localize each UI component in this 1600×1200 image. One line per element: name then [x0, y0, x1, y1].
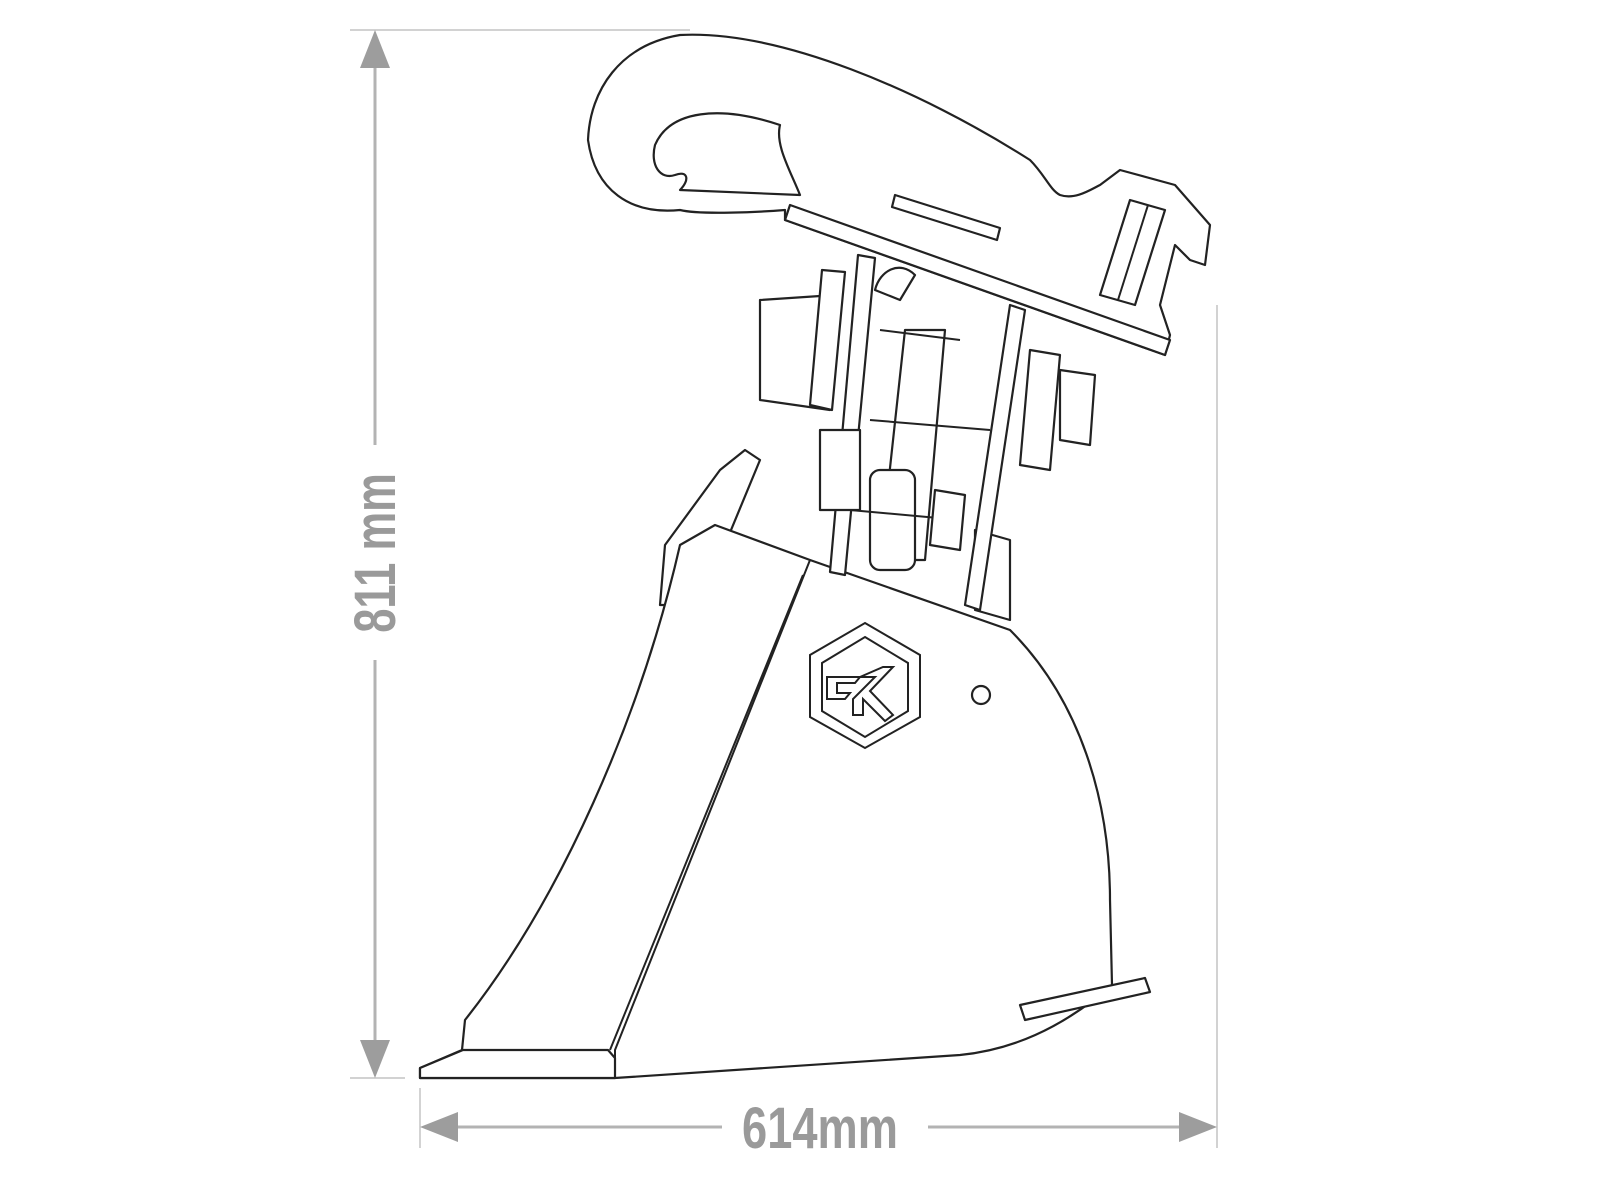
- frame: [758, 253, 1097, 612]
- ripper-body: [418, 448, 1152, 1080]
- height-dimension: 811 mm: [343, 29, 690, 1079]
- fk-logo: [809, 621, 921, 750]
- arrow-down-icon: [360, 1040, 390, 1078]
- arrow-up-icon: [360, 30, 390, 68]
- arrow-right-icon: [1179, 1112, 1217, 1142]
- height-label: 811 mm: [343, 473, 407, 633]
- coupler: [586, 33, 1212, 357]
- width-label: 614mm: [742, 1097, 898, 1162]
- width-dimension: 614mm: [419, 305, 1218, 1162]
- arrow-left-icon: [420, 1112, 458, 1142]
